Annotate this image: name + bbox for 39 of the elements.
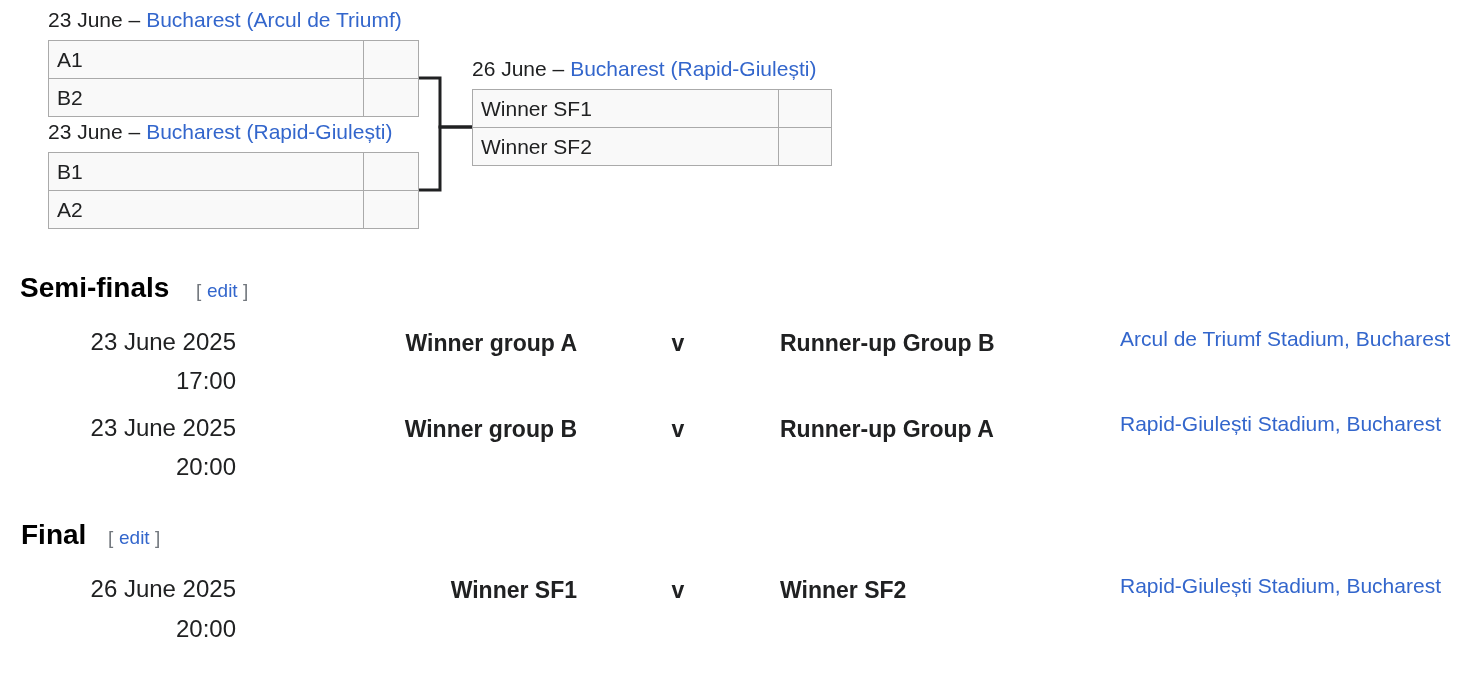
venue-link: Rapid-Giulești Stadium, Bucharest (1120, 572, 1441, 598)
versus-label: v (671, 576, 685, 604)
team-cell: A2 (48, 190, 364, 229)
edit-link: edit (119, 525, 150, 549)
bracket-line (419, 125, 472, 192)
team-name: Winner SF2 (780, 576, 907, 604)
team-name: Winner group B (404, 415, 577, 443)
versus-label: v (671, 415, 685, 443)
team-cell: Winner SF1 (472, 89, 779, 128)
kickoff-time: 20:00 (175, 451, 236, 481)
team-name: Runner-up Group A (780, 415, 994, 443)
venue-link: Bucharest (Rapid-Giulești) (570, 57, 817, 80)
match-date: 23 June – (48, 120, 141, 143)
match-date: 23 June – (48, 8, 141, 31)
team-cell: B2 (48, 78, 364, 117)
team-name: Winner SF1 (450, 576, 577, 604)
kickoff-time: 17:00 (175, 365, 236, 395)
venue-link: Bucharest (Arcul de Triumf) (146, 8, 402, 31)
edit-link: edit (207, 278, 238, 302)
bracket-mark: [ (196, 278, 202, 302)
bracket-mark: ] (243, 278, 249, 302)
match-date: 26 June 2025 (90, 573, 236, 603)
team-cell: A1 (48, 40, 364, 79)
section-heading: Semi-finals (20, 271, 170, 305)
match-date: 23 June 2025 (90, 326, 236, 356)
venue-link: Rapid-Giulești Stadium, Bucharest (1120, 410, 1441, 436)
section-heading: Final (21, 518, 87, 552)
team-name: Runner-up Group B (780, 329, 995, 357)
venue-link: Bucharest (Rapid-Giulești) (146, 120, 393, 143)
kickoff-time: 20:00 (175, 613, 236, 643)
bracket-mark: [ (108, 525, 114, 549)
team-name: Winner group A (405, 329, 577, 357)
team-cell: Winner SF2 (472, 127, 779, 166)
match-date: 26 June – (472, 57, 565, 80)
bracket-mark: ] (155, 525, 161, 549)
venue-link: Arcul de Triumf Stadium, Bucharest (1120, 325, 1451, 351)
versus-label: v (671, 329, 685, 357)
team-cell: B1 (48, 152, 364, 191)
match-date: 23 June 2025 (90, 412, 236, 442)
